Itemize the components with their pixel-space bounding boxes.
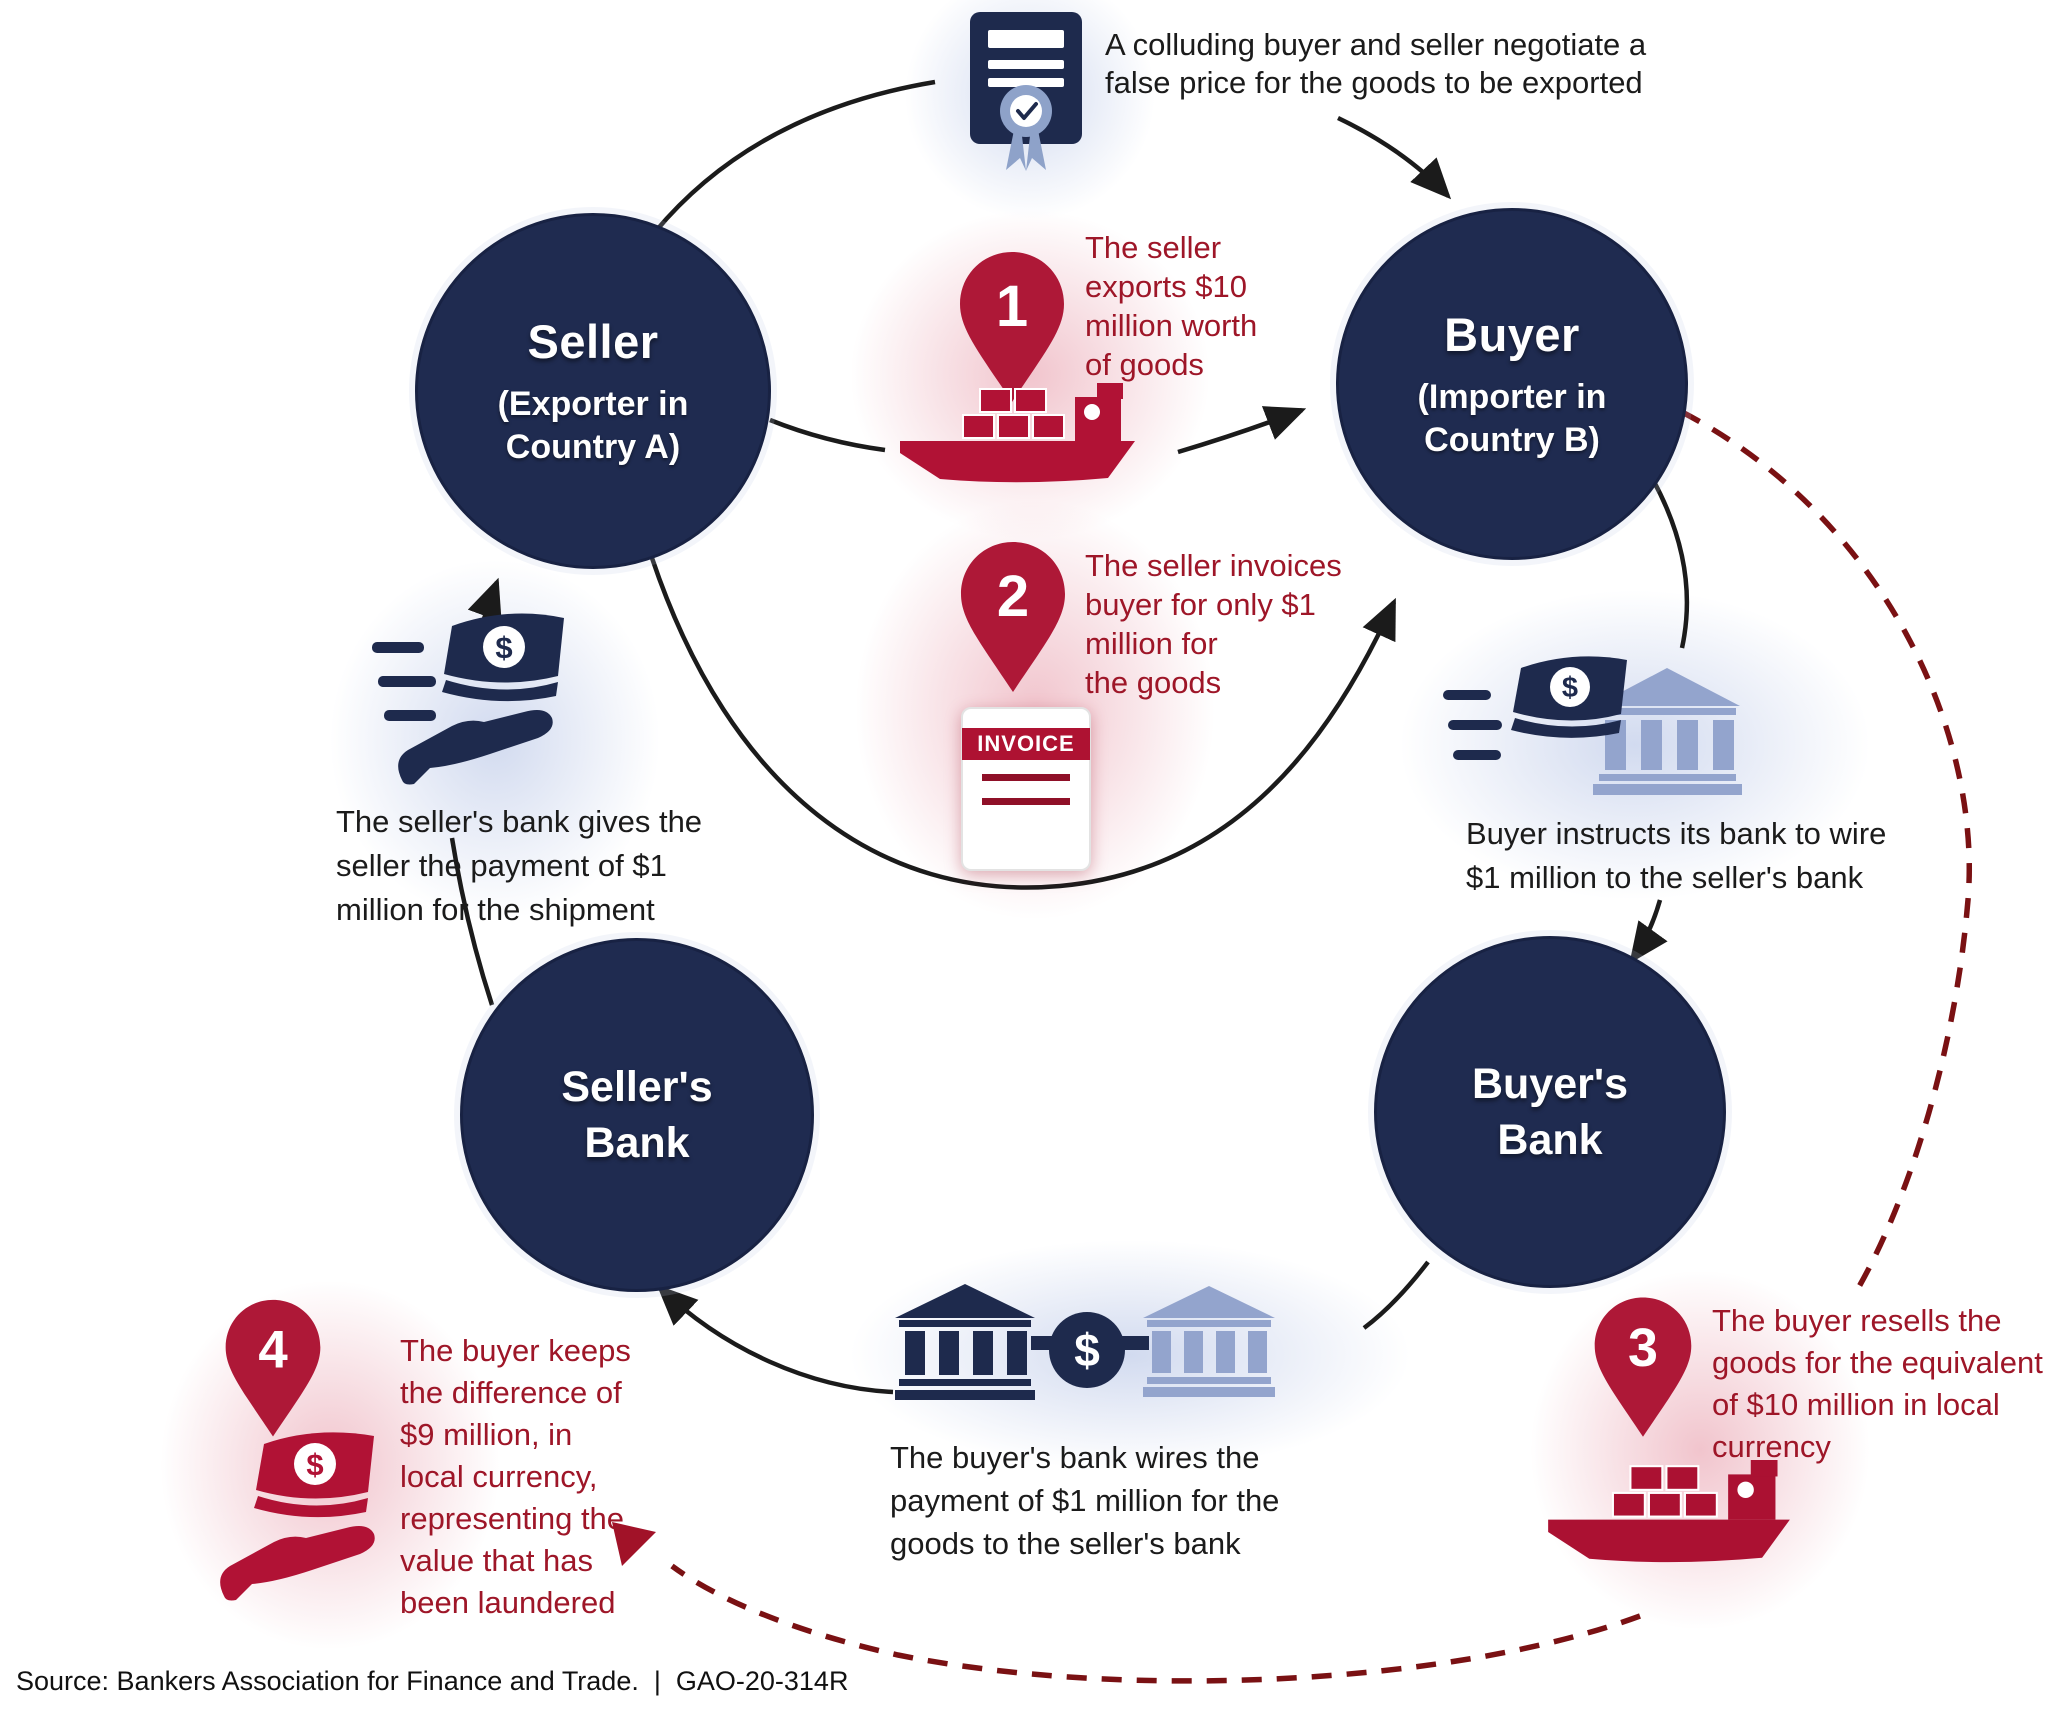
top-note: A colluding buyer and seller negotiate a… — [1105, 26, 1646, 102]
buyer-subtitle: (Importer in Country B) — [1418, 376, 1607, 462]
dashed-resale-to-laundered — [670, 1563, 1641, 1684]
arrow-ship-to-buyer — [1177, 406, 1307, 455]
text-line: currency — [1712, 1429, 1831, 1464]
step1-text: The seller exports $10 million worth of goo… — [1085, 228, 1257, 384]
wire-money-bank-icon: $ — [1443, 656, 1742, 795]
text-line: A colluding buyer and seller negotiate a — [1105, 27, 1647, 62]
cargo-ship-icon — [900, 383, 1135, 483]
text-line: local currency, — [400, 1459, 598, 1494]
node-buyer: Buyer (Importer in Country B) — [1336, 208, 1688, 560]
svg-text:$: $ — [1074, 1324, 1100, 1376]
caption-bank-wire: The buyer's bank wires the payment of $1 … — [890, 1436, 1279, 1565]
line-sellers-bank-to-payment — [449, 837, 495, 1006]
text-line: (Exporter in — [497, 384, 689, 423]
step4-text: The buyer keeps the difference of $9 milli… — [400, 1330, 631, 1624]
arrow-seller-invoice-to-buyer — [649, 557, 1397, 890]
dashed-buyer-to-resale — [1680, 409, 1972, 1294]
text-line: of goods — [1085, 347, 1204, 382]
line-seller-to-ship — [769, 417, 886, 453]
text-line: seller the payment of $1 — [336, 848, 667, 883]
caption-sellers-bank-payment: The seller's bank gives the seller the pa… — [336, 800, 702, 932]
text-line: goods for the equivalent — [1712, 1345, 2043, 1380]
text-line: Bank — [584, 1119, 690, 1167]
svg-text:INVOICE: INVOICE — [977, 731, 1074, 756]
svg-text:$: $ — [1562, 672, 1578, 704]
certificate-icon — [970, 12, 1082, 171]
svg-text:$: $ — [306, 1447, 323, 1482]
arrow-wire-to-buyers-bank — [1629, 899, 1668, 964]
step3-text: The buyer resells the goods for the equiv… — [1712, 1300, 2043, 1468]
text-line: of $10 million in local — [1712, 1387, 2000, 1422]
line-seller-to-certificate — [653, 79, 936, 234]
text-line: Bank — [1497, 1116, 1603, 1164]
step2-text: The seller invoices buyer for only $1 mill… — [1085, 546, 1342, 702]
text-line: false price for the goods to be exported — [1105, 65, 1643, 100]
text-line: Country A) — [505, 427, 681, 466]
text-line: The seller — [1085, 230, 1222, 265]
svg-text:$: $ — [495, 630, 512, 665]
bank-transfer-icon: $ — [895, 1284, 1275, 1400]
text-line: $1 million to the seller's bank — [1466, 860, 1864, 895]
svg-text:3: 3 — [1628, 1318, 1658, 1378]
text-line: The buyer's bank wires the — [890, 1440, 1260, 1475]
arrow-transfer-to-sellers-bank — [656, 1284, 894, 1395]
text-line: exports $10 — [1085, 269, 1247, 304]
text-line: value that has — [400, 1543, 594, 1578]
text-line: million for the shipment — [336, 892, 655, 927]
text-line: representing the — [400, 1501, 625, 1536]
text-line: (Importer in — [1417, 377, 1607, 416]
seller-title: Seller — [527, 314, 659, 368]
text-line: The buyer keeps — [400, 1333, 631, 1368]
line-buyers-bank-to-transfer — [1362, 1260, 1430, 1330]
step3-pin: 3 — [1594, 1297, 1692, 1437]
source-line: Source: Bankers Association for Finance … — [16, 1666, 849, 1696]
payment-hand-money-icon: $ — [372, 613, 564, 785]
invoice-icon: INVOICE — [961, 707, 1091, 871]
buyer-title: Buyer — [1444, 307, 1580, 361]
dashed-arrowhead — [612, 1522, 656, 1566]
text-line: $9 million, in — [400, 1417, 573, 1452]
text-line: Buyer instructs its bank to wire — [1466, 816, 1887, 851]
text-line: million for — [1085, 626, 1218, 661]
seller-subtitle: (Exporter in Country A) — [498, 383, 689, 469]
text-line: buyer for only $1 — [1085, 587, 1316, 622]
text-line: goods to the seller's bank — [890, 1526, 1241, 1561]
step2-pin: 2 — [961, 542, 1065, 692]
resale-ship-icon — [1548, 1460, 1790, 1563]
step4-pin: 4 — [225, 1299, 321, 1437]
text-line: Country B) — [1424, 420, 1600, 459]
line-buyer-to-wire — [1650, 476, 1690, 649]
caption-buyer-instructs: Buyer instructs its bank to wire $1 milli… — [1466, 812, 1886, 900]
text-line: million worth — [1085, 308, 1258, 343]
text-line: payment of $1 million for the — [890, 1483, 1280, 1518]
node-seller: Seller (Exporter in Country A) — [415, 213, 771, 569]
step1-pin: 1 — [960, 252, 1064, 402]
laundered-hand-money-icon: $ — [220, 1432, 375, 1601]
text-line: been laundered — [400, 1585, 616, 1620]
text-line: Buyer's — [1471, 1060, 1629, 1108]
text-line: The seller invoices — [1085, 548, 1342, 583]
text-line: the goods — [1085, 665, 1222, 700]
svg-text:2: 2 — [997, 564, 1029, 629]
svg-text:4: 4 — [258, 1320, 288, 1379]
text-line: The buyer resells the — [1712, 1303, 2002, 1338]
arrow-note-to-buyer — [1337, 115, 1452, 200]
svg-text:1: 1 — [996, 274, 1028, 339]
text-line: the difference of — [400, 1375, 622, 1410]
text-line: Seller's — [561, 1063, 713, 1111]
text-line: The seller's bank gives the — [336, 804, 703, 839]
